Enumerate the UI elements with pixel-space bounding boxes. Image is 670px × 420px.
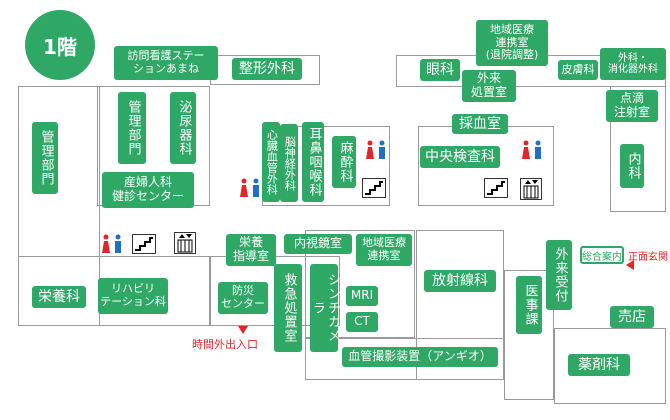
restroom-icon xyxy=(522,140,541,159)
main-entrance-label[interactable]: 正面玄関 xyxy=(628,252,668,263)
room-neurosurgery[interactable]: 脳神経外科 xyxy=(280,124,298,202)
room-anesthesiology[interactable]: 麻酔科 xyxy=(332,136,356,188)
room-disaster-center[interactable]: 防災 センター xyxy=(218,282,268,314)
room-regional-liaison-top[interactable]: 地域医療 連携室 (退院調整) xyxy=(476,20,548,66)
restroom-icon xyxy=(102,234,121,253)
room-outpatient-reception[interactable]: 外来受付 xyxy=(546,240,572,310)
room-admin-mid[interactable]: 管理部門 xyxy=(118,92,146,164)
elevator-icon xyxy=(174,232,196,254)
restroom-icon xyxy=(240,178,259,197)
wall-angio xyxy=(305,338,504,380)
room-endoscopy[interactable]: 内視鏡室 xyxy=(284,234,352,254)
floor-badge: 1階 xyxy=(25,10,95,80)
room-orthopedics[interactable]: 整形外科 xyxy=(232,58,302,80)
room-shop[interactable]: 売店 xyxy=(610,306,654,328)
room-medical-affairs[interactable]: 医事課 xyxy=(516,276,542,334)
room-internal-medicine[interactable]: 内科 xyxy=(620,144,644,188)
room-angiography[interactable]: 血管撮影装置（アンギオ） xyxy=(342,347,498,367)
stairs-icon xyxy=(362,178,386,198)
room-admin-left[interactable]: 管理部門 xyxy=(32,122,58,194)
room-emergency[interactable]: 救急処置室 xyxy=(274,264,302,352)
room-nutrition[interactable]: 栄養科 xyxy=(32,286,86,308)
after-hours-entrance-arrow-icon xyxy=(238,326,248,334)
room-blood-collection[interactable]: 採血室 xyxy=(452,114,508,134)
room-mri[interactable]: MRI xyxy=(346,286,378,306)
wall-medical-affairs xyxy=(504,270,554,400)
room-visiting-nurse[interactable]: 訪問看護ステー ションあまね xyxy=(114,46,218,80)
room-ent[interactable]: 耳鼻咽喉科 xyxy=(302,122,324,202)
main-entrance-arrow-icon xyxy=(626,260,634,270)
wall-pharmacy xyxy=(554,328,666,404)
room-nutrition-guidance[interactable]: 栄養 指導室 xyxy=(226,234,276,266)
room-radiology[interactable]: 放射線科 xyxy=(424,270,496,292)
room-pharmacy[interactable]: 薬剤科 xyxy=(568,354,630,376)
room-drip-injection[interactable]: 点滴 注射室 xyxy=(606,90,658,122)
stairs-icon xyxy=(132,234,156,254)
room-ct[interactable]: CT xyxy=(346,312,378,332)
room-scintillation[interactable]: シンチカメラ xyxy=(310,264,340,352)
restroom-icon xyxy=(366,140,385,159)
room-dermatology[interactable]: 皮膚科 xyxy=(558,60,598,80)
wall-right-wing xyxy=(610,86,666,212)
room-obgyn-checkup[interactable]: 産婦人科 健診センター xyxy=(102,172,194,208)
wall-imaging xyxy=(305,230,415,338)
room-central-lab[interactable]: 中央検査科 xyxy=(420,146,500,168)
room-regional-liaison-mid[interactable]: 地域医療 連携室 xyxy=(356,234,412,266)
room-outpatient-treatment[interactable]: 外来 処置室 xyxy=(462,70,516,102)
room-rehabilitation[interactable]: リハビリ テーション科 xyxy=(98,278,168,314)
after-hours-entrance-label[interactable]: 時間外出入口 xyxy=(192,338,258,351)
elevator-icon xyxy=(520,178,542,200)
info-desk[interactable]: 総合案内 xyxy=(580,246,624,264)
room-ophthalmology[interactable]: 眼科 xyxy=(420,59,460,81)
wall-lower-left xyxy=(18,256,210,326)
stairs-icon xyxy=(484,178,508,198)
room-surgery-gastro[interactable]: 外科・ 消化器外科 xyxy=(600,48,666,80)
room-cardiovascular[interactable]: 心臓血管外科 xyxy=(262,122,280,202)
room-urology[interactable]: 泌尿器科 xyxy=(170,92,196,164)
